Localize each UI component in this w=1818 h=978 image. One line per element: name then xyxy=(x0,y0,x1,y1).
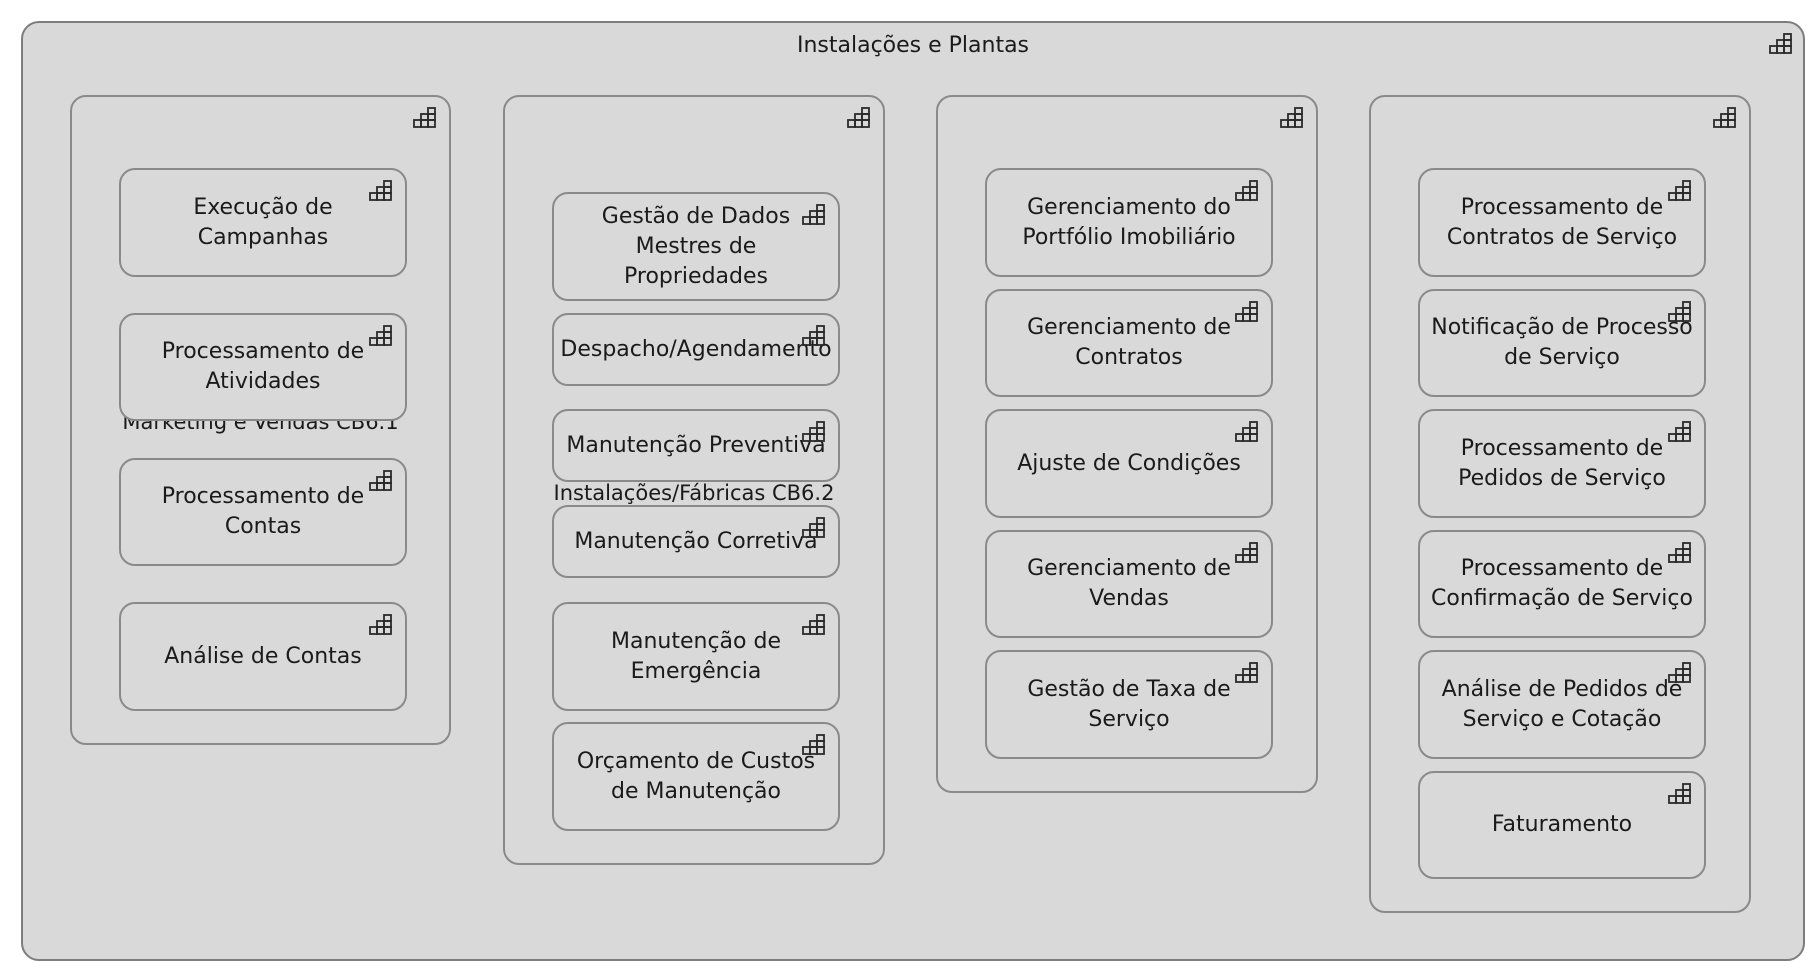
capability-box[interactable]: Faturamento xyxy=(1418,771,1706,879)
capability-icon xyxy=(1280,105,1306,131)
capability-icon xyxy=(369,468,395,494)
capability-label: Gerenciamento do Portfólio Imobiliário xyxy=(1022,194,1236,250)
capability-box[interactable]: Processamento de Contratos de Serviço xyxy=(1418,168,1706,277)
capability-icon xyxy=(802,419,828,445)
capability-group-services[interactable]: Processamento de Contratos de Serviço No… xyxy=(1369,95,1751,913)
capability-box[interactable]: Gerenciamento de Contratos xyxy=(985,289,1273,397)
capability-icon xyxy=(1235,178,1261,204)
capability-box[interactable]: Processamento de Atividades xyxy=(119,313,407,421)
capability-group-real-estate[interactable]: Gerenciamento do Portfólio Imobiliário G… xyxy=(936,95,1318,793)
capability-icon xyxy=(1668,419,1694,445)
capability-group-facilities[interactable]: Instalações/Fábricas CB6.2 Gestão de Dad… xyxy=(503,95,885,865)
capability-label: Análise de Pedidos de Serviço e Cotação xyxy=(1441,676,1683,732)
capability-label: Processamento de Pedidos de Serviço xyxy=(1458,435,1666,491)
capability-label: Notificação de Processo de Serviço xyxy=(1431,315,1693,370)
capability-icon xyxy=(1668,781,1694,807)
capability-label: Faturamento xyxy=(1491,812,1633,837)
capability-icon xyxy=(1668,178,1694,204)
capability-box[interactable]: Gestão de Dados Mestres de Propriedades xyxy=(552,192,840,301)
capability-icon xyxy=(802,515,828,541)
capability-label: Execução de Campanhas xyxy=(193,194,333,250)
capability-box[interactable]: Análise de Pedidos de Serviço e Cotação xyxy=(1418,650,1706,759)
capability-icon xyxy=(1235,299,1261,325)
capability-icon xyxy=(1668,299,1694,325)
capability-box[interactable]: Análise de Contas xyxy=(119,602,407,711)
capability-group-marketing-sales[interactable]: Marketing e Vendas CB6.1 Execução de Cam… xyxy=(70,95,451,745)
capability-label: Gestão de Taxa de Serviço xyxy=(1027,676,1231,732)
capability-icon xyxy=(847,105,873,131)
capability-label: Gerenciamento de Vendas xyxy=(1027,556,1231,611)
capability-icon xyxy=(1668,540,1694,566)
capability-box[interactable]: Manutenção Preventiva xyxy=(552,409,840,482)
capability-box[interactable]: Notificação de Processo de Serviço xyxy=(1418,289,1706,397)
capability-label: Manutenção Corretiva xyxy=(574,528,818,554)
capability-label: Orçamento de Custos de Manutenção xyxy=(576,748,816,804)
capability-label: Processamento de Atividades xyxy=(161,339,365,394)
capability-box[interactable]: Processamento de Confirmação de Serviço xyxy=(1418,530,1706,638)
capability-label: Gerenciamento de Contratos xyxy=(1027,315,1231,370)
capability-icon xyxy=(802,202,828,228)
capability-box[interactable]: Processamento de Pedidos de Serviço xyxy=(1418,409,1706,518)
capability-label: Despacho/Agendamento xyxy=(560,336,832,362)
capability-label: Manutenção de Emergência xyxy=(611,628,781,684)
capability-icon xyxy=(1235,540,1261,566)
capability-label: Análise de Contas xyxy=(164,643,362,669)
capability-icon xyxy=(369,178,395,204)
capability-box[interactable]: Ajuste de Condições xyxy=(985,409,1273,518)
capability-box[interactable]: Gerenciamento de Vendas xyxy=(985,530,1273,638)
capability-icon xyxy=(369,323,395,349)
capability-box[interactable]: Gestão de Taxa de Serviço xyxy=(985,650,1273,759)
capability-box[interactable]: Manutenção Corretiva xyxy=(552,505,840,578)
capability-icon xyxy=(1235,419,1261,445)
capability-icon xyxy=(802,732,828,758)
group-label: Instalações/Fábricas CB6.2 xyxy=(553,481,835,505)
capability-label: Manutenção Preventiva xyxy=(566,432,826,458)
capability-label: Processamento de Confirmação de Serviço xyxy=(1431,556,1693,611)
capability-icon xyxy=(369,612,395,638)
capability-box[interactable]: Gerenciamento do Portfólio Imobiliário xyxy=(985,168,1273,277)
capability-box[interactable]: Despacho/Agendamento xyxy=(552,313,840,386)
capability-label: Gestão de Dados Mestres de Propriedades xyxy=(601,203,791,289)
capability-box[interactable]: Execução de Campanhas xyxy=(119,168,407,277)
capability-icon xyxy=(1668,660,1694,686)
capability-box[interactable]: Orçamento de Custos de Manutenção xyxy=(552,722,840,831)
capability-icon xyxy=(802,323,828,349)
capability-label: Processamento de Contas xyxy=(161,484,365,539)
capability-icon xyxy=(1235,660,1261,686)
capability-label: Processamento de Contratos de Serviço xyxy=(1446,194,1678,250)
diagram-title: Instalações e Plantas xyxy=(796,33,1030,58)
capability-icon xyxy=(1713,105,1739,131)
capability-icon xyxy=(802,612,828,638)
capability-box[interactable]: Processamento de Contas xyxy=(119,458,407,566)
capability-icon xyxy=(1769,31,1795,57)
capability-label: Ajuste de Condições xyxy=(1017,450,1241,476)
capability-icon xyxy=(413,105,439,131)
facilities-and-plants-container[interactable]: Instalações e Plantas Marketing e Vendas… xyxy=(21,21,1805,961)
capability-box[interactable]: Manutenção de Emergência xyxy=(552,602,840,711)
